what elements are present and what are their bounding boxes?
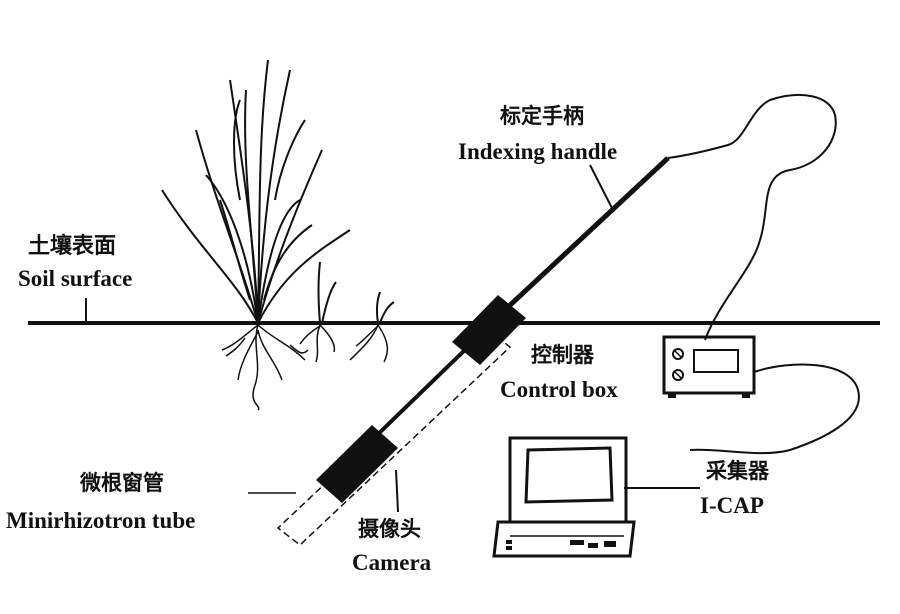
minirhizotron-tube-icon (276, 329, 512, 546)
control-box-icon (662, 335, 756, 398)
indexing-handle-label-en: Indexing handle (458, 139, 617, 164)
computer-icon (492, 436, 636, 558)
indexing-handle-label-cn: 标定手柄 (500, 104, 584, 128)
icap-label-cn: 采集器 (706, 459, 770, 483)
handle-cable (667, 94, 837, 341)
minirhizotron-label-cn: 微根窗管 (79, 471, 164, 495)
soil-surface-label-cn: 土壤表面 (28, 233, 116, 259)
roots-icon (221, 324, 389, 411)
control-box-label-en: Control box (500, 377, 618, 402)
camera-leader (395, 469, 399, 513)
camera-label-cn: 摄像头 (358, 517, 421, 541)
indexing-handle-leader (589, 164, 615, 213)
control-box-cable (689, 363, 860, 455)
minirhizotron-label-en: Minirhizotron tube (6, 508, 195, 533)
control-box-label-cn: 控制器 (531, 343, 595, 367)
icap-label-en: I-CAP (700, 493, 764, 518)
grass-plant-icon (161, 59, 395, 324)
camera-label-en: Camera (352, 550, 432, 575)
soil-surface-label-en: Soil surface (18, 266, 132, 291)
